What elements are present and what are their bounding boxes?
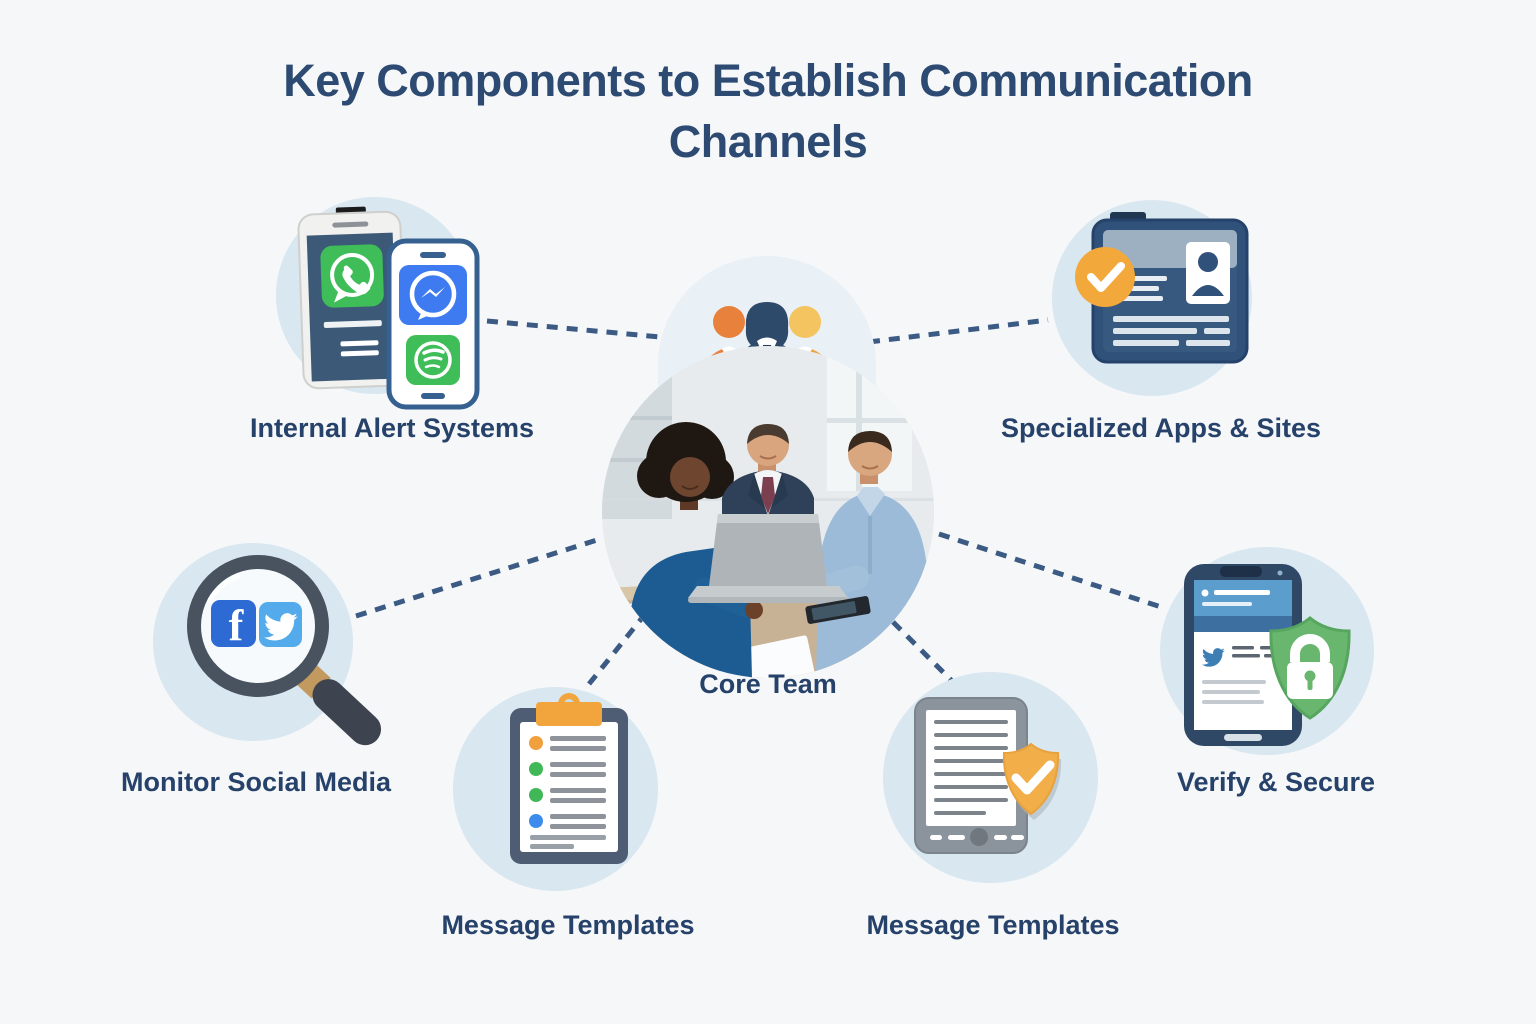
connector-middle-right <box>938 531 1162 610</box>
shield-check-icon <box>1002 742 1062 820</box>
page-title: Key Components to Establish Communicatio… <box>283 55 1253 168</box>
magnifier-social-icon: f <box>187 555 382 746</box>
node-label-specialized-apps-sites: Specialized Apps & Sites <box>1000 413 1322 443</box>
phone-icon <box>1184 564 1302 746</box>
check-icon <box>1011 760 1055 795</box>
connector-top-right <box>868 317 1049 345</box>
node-label-message-templates-right: Message Templates <box>866 910 1120 940</box>
core-team-photo <box>602 346 934 678</box>
connector-bottom-left <box>583 611 648 691</box>
twitter-bird-icon <box>1202 648 1225 667</box>
check-badge-icon <box>1075 247 1135 307</box>
magnifier-icon <box>187 555 382 746</box>
three-colleagues-at-laptop-photo <box>602 346 934 678</box>
photo-phone <box>805 596 871 624</box>
facebook-icon: f <box>211 600 256 650</box>
profile-card-icon <box>1186 242 1230 304</box>
tablet-icon <box>914 697 1028 854</box>
clipboard-checklist-icon <box>510 693 628 864</box>
photo-laptop <box>688 514 848 603</box>
node-label-monitor-social-media: Monitor Social Media <box>120 767 392 797</box>
checklist-rows <box>529 736 606 849</box>
phone-icon <box>297 206 407 390</box>
connector-middle-left <box>355 537 598 619</box>
shield-icon <box>1269 616 1351 720</box>
phone-icon <box>386 238 480 410</box>
lock-icon <box>1287 634 1333 699</box>
node-label-message-templates-left: Message Templates <box>441 910 695 940</box>
phones-chat-apps-icon <box>297 206 480 410</box>
spotify-icon <box>406 335 460 385</box>
connector-bottom-right <box>891 620 957 686</box>
svg-text:f: f <box>229 601 245 650</box>
messenger-icon <box>399 265 467 325</box>
whatsapp-icon <box>320 244 384 308</box>
core-team-label: Core Team <box>699 669 837 699</box>
tablet-shield-check-icon <box>914 697 1062 854</box>
tablet-icon <box>1091 212 1249 364</box>
phone-shield-lock-icon <box>1184 564 1351 746</box>
node-label-verify-secure: Verify & Secure <box>1176 767 1376 797</box>
node-label-internal-alert-systems: Internal Alert Systems <box>249 413 535 443</box>
twitter-icon <box>259 602 302 647</box>
app-window-profile-icon <box>1075 212 1249 364</box>
photo-man-suit <box>722 424 814 524</box>
